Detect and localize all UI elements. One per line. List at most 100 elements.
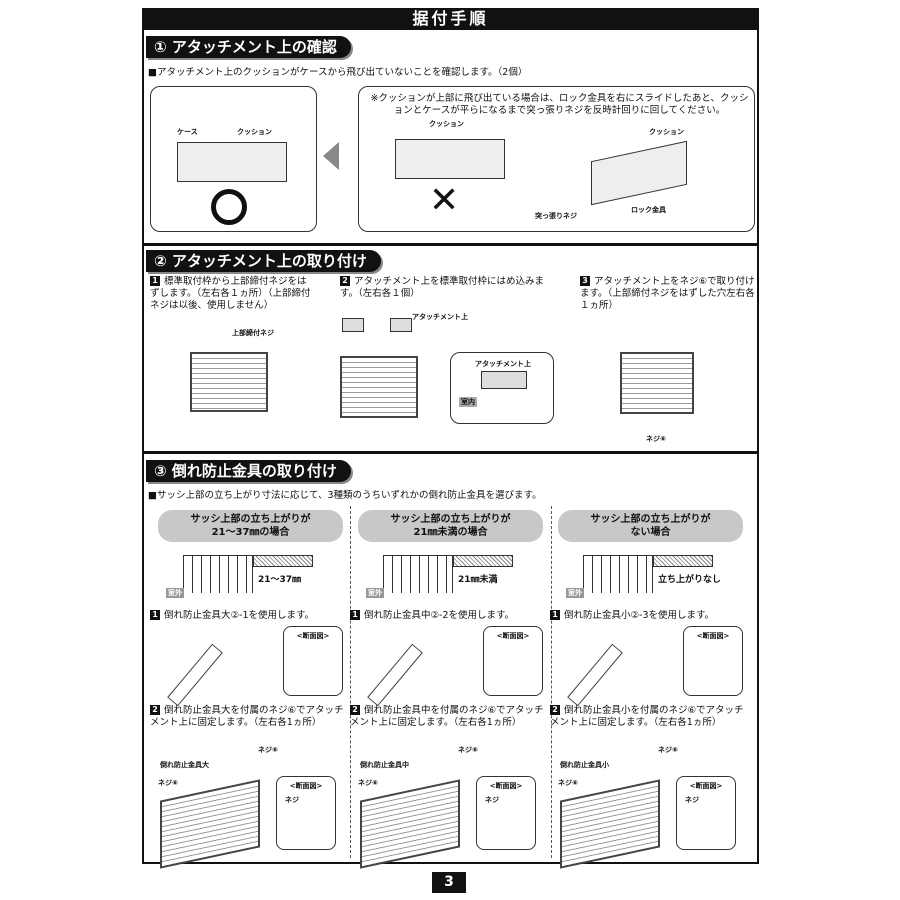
cross-section-box: <断面図> ネジ	[476, 776, 536, 850]
bracket-label: 倒れ防止金具大	[160, 761, 209, 769]
step-number: 2	[150, 705, 160, 715]
page-title: 据付手順	[142, 8, 759, 30]
ng-panel: ※クッションが上部に飛び出ている場合は、ロック金具を右にスライドしたあと、クッシ…	[358, 86, 755, 232]
step-number: 2	[340, 276, 350, 286]
sash-section	[383, 555, 453, 593]
cross-section-box: <断面図> ネジ	[276, 776, 336, 850]
step-text: 倒れ防止金具小②-3を使用します。	[564, 610, 715, 621]
cross-section-label: <断面図>	[489, 782, 523, 790]
step-number: 2	[550, 705, 560, 715]
step-number: 1	[550, 610, 560, 620]
bracket-label: 倒れ防止金具小	[560, 761, 609, 769]
attachment-part	[342, 318, 364, 332]
condition-pill: サッシ上部の立ち上がりがない場合	[558, 510, 743, 542]
condition-line2: 21㎜未満の場合	[413, 527, 488, 538]
condition-line1: サッシ上部の立ち上がりが	[590, 514, 711, 525]
cross-section-label: <断面図>	[289, 782, 323, 790]
section3-note: ■サッシ上部の立ち上がり寸法に応じて、3種類のうちいずれかの倒れ防止金具を選びま…	[148, 490, 542, 501]
step-number: 1	[150, 610, 160, 620]
step-1: 1 倒れ防止金具大②-1を使用します。	[150, 610, 314, 622]
sash-section	[183, 555, 253, 593]
step-text: 倒れ防止金具小を付属のネジ⑥でアタッチメント上に固定します。（左右各1ヵ所）	[550, 705, 744, 728]
outdoor-label: 室外	[566, 588, 584, 598]
frame-section-hatch	[453, 555, 513, 567]
attachment-part	[390, 318, 412, 332]
ng-cross-icon: ✕	[429, 180, 460, 221]
ok-circle-icon	[211, 189, 247, 225]
frame-section-hatch	[653, 555, 713, 567]
cross-section-label: <断面図>	[296, 632, 330, 640]
step-1: 1 倒れ防止金具中②-2を使用します。	[350, 610, 514, 622]
indoor-label: 室内	[459, 397, 477, 407]
outdoor-label: 室外	[166, 588, 184, 598]
condition-line2: 21～37㎜の場合	[211, 527, 290, 538]
attachment-part	[481, 371, 527, 389]
step-text: 標準取付枠から上部締付ネジをはずします。（左右各１ヵ所）（上部締付ネジは以後、使…	[150, 276, 311, 311]
condition-pill: サッシ上部の立ち上がりが 21㎜未満の場合	[358, 510, 543, 542]
cross-section-box: <断面図>ネジ	[676, 776, 736, 850]
screw-label: 上部締付ネジ	[232, 329, 274, 337]
section1-heading: ① アタッチメント上の確認	[146, 36, 351, 58]
cross-section-label: <断面図>	[696, 632, 730, 640]
cushion-label: クッション	[649, 128, 684, 136]
outdoor-label: 室外	[366, 588, 384, 598]
shutter-illustration	[340, 356, 418, 418]
step-text: アタッチメント上を標準取付枠にはめ込みます。（左右各１個）	[340, 276, 545, 299]
ng-note: ※クッションが上部に飛び出ている場合は、ロック金具を右にスライドしたあと、クッシ…	[370, 93, 749, 116]
screw-label: ネジ⑥	[558, 779, 578, 787]
sash-section	[583, 555, 653, 593]
screw-label: ネジ	[485, 796, 499, 804]
condition-line2: ない場合	[630, 527, 671, 538]
step-1: 1 倒れ防止金具小②-3を使用します。	[550, 610, 714, 622]
dimension-label: 21～37㎜	[258, 575, 302, 585]
screw-label: ネジ⑥	[458, 746, 478, 754]
attachment-label: アタッチメント上	[412, 313, 468, 321]
step-number: 1	[350, 610, 360, 620]
arrow-left-icon	[323, 142, 339, 170]
screw-label: ネジ⑥	[646, 435, 666, 443]
step-text: 倒れ防止金具大②-1を使用します。	[164, 610, 315, 621]
cross-section-label: <断面図>	[496, 632, 530, 640]
bracket-label: 倒れ防止金具中	[360, 761, 409, 769]
shutter-illustration	[620, 352, 694, 414]
step-text: 倒れ防止金具大を付属のネジ⑥でアタッチメント上に固定します。（左右各1ヵ所）	[150, 705, 344, 728]
attachment-illustration	[177, 142, 287, 182]
cushion-label: クッション	[237, 128, 272, 136]
dimension-label: 立ち上がりなし	[658, 575, 722, 585]
attachment-3d-illustration	[591, 140, 687, 206]
screw-label: ネジ⑥	[258, 746, 278, 754]
divider	[142, 243, 759, 246]
section2-heading: ② アタッチメント上の取り付け	[146, 250, 381, 272]
case-label: ケース	[177, 128, 198, 136]
inset-detail: アタッチメント上 室内	[450, 352, 554, 424]
cross-section-box: <断面図>	[683, 626, 743, 696]
screw-label: ネジ⑥	[358, 779, 378, 787]
cross-section-box: <断面図>	[483, 626, 543, 696]
divider	[142, 451, 759, 454]
section1-note: ■アタッチメント上のクッションがケースから飛び出ていないことを確認します。（2個…	[148, 67, 528, 78]
cushion-label: クッション	[429, 120, 464, 128]
column-divider	[551, 506, 552, 858]
cross-section-box: <断面図>	[283, 626, 343, 696]
dimension-label: 21㎜未満	[458, 575, 498, 585]
lock-label: ロック金具	[631, 206, 666, 214]
shutter-illustration	[190, 352, 268, 412]
column-divider	[350, 506, 351, 858]
screw-label: ネジ	[685, 796, 699, 804]
section3-heading: ③ 倒れ防止金具の取り付け	[146, 460, 351, 482]
step-number: 1	[150, 276, 160, 286]
step-number: 2	[350, 705, 360, 715]
attachment-label: アタッチメント上	[475, 360, 531, 368]
step-text: 倒れ防止金具中②-2を使用します。	[364, 610, 515, 621]
screw-label: ネジ	[285, 796, 299, 804]
step-text: アタッチメント上をネジ⑥で取り付けます。（上部締付ネジをはずした穴左右各１ヵ所）	[580, 276, 755, 311]
step-text: 倒れ防止金具中を付属のネジ⑥でアタッチメント上に固定します。（左右各1ヵ所）	[350, 705, 544, 728]
page-number: 3	[432, 872, 466, 893]
condition-line1: サッシ上部の立ち上がりが	[390, 514, 511, 525]
